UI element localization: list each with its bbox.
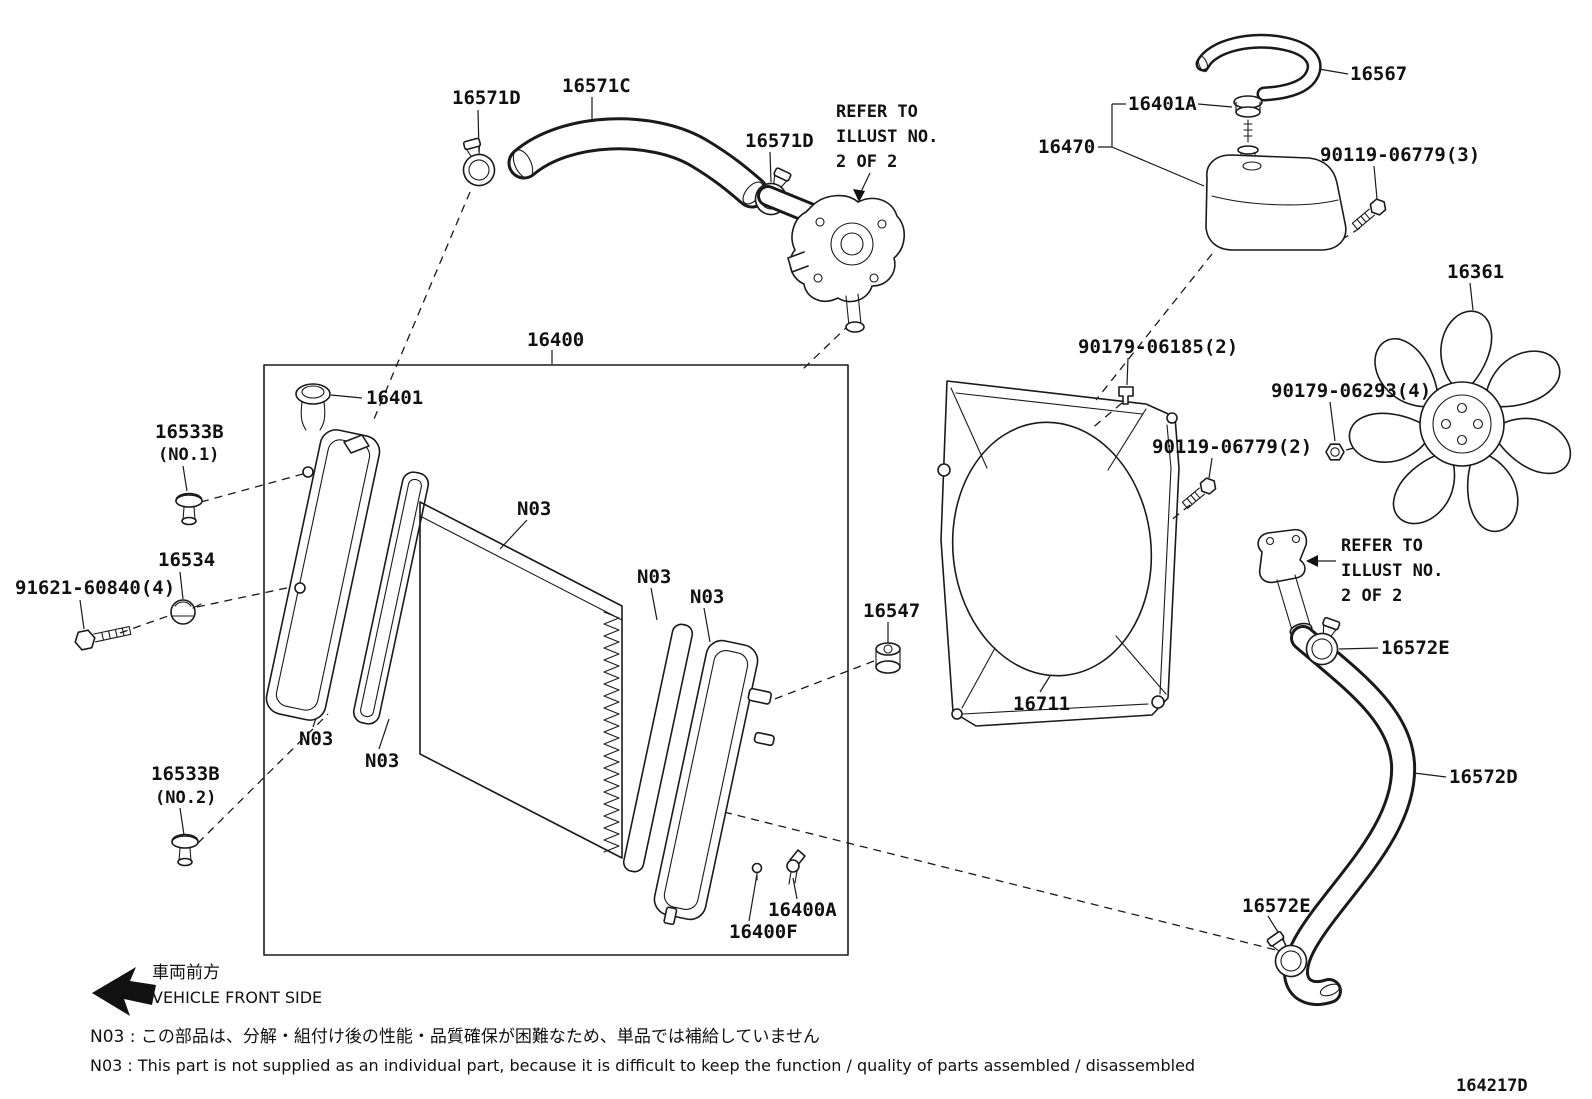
refer-note-1-line3: 2 OF 2 [836,152,897,172]
label-16572e-lower: 16572E [1242,895,1311,917]
label-90119-06779-3: 90119-06779(3) [1320,144,1480,166]
fan-shroud-16711 [937,380,1180,727]
label-n03-tank-left: N03 [299,728,333,750]
upper-radiator-hose [510,120,766,206]
fan-blade-16361 [1348,310,1572,533]
vehicle-front-arrow-icon [92,967,156,1016]
lower-hose-end [1319,983,1341,997]
label-n03-core: N03 [517,498,551,520]
label-leader-lines [79,67,1474,946]
refer-note-2-line1: REFER TO [1341,536,1423,556]
radiator-mount-pin-lower [294,582,306,594]
refer-note-2-line2: ILLUST NO. [1341,561,1443,581]
diagram-code: 164217D [1456,1076,1528,1096]
label-16711: 16711 [1013,693,1070,715]
bolt-91621-60840 [74,625,132,651]
radiator-outlet-fitting-lower [753,731,775,747]
label-n03-frame: N03 [637,566,671,588]
nut-90179-06293 [1325,443,1345,461]
radiator-gasket-plate [352,471,430,725]
label-no2: (NO.2) [155,788,216,808]
label-16400: 16400 [527,329,584,351]
label-91621-60840-4: 91621-60840(4) [15,577,175,599]
bolt-90119-06779-2 [1179,474,1220,512]
label-16400a: 16400A [768,899,837,921]
hose-clamp-16571d-left [455,135,499,190]
label-no1: (NO.1) [158,445,219,465]
radiator-bottom-nipple [663,906,678,926]
water-outlet-assembly [1257,528,1313,638]
label-16401a: 16401A [1128,93,1197,115]
refer-note-2-line3: 2 OF 2 [1341,586,1402,606]
radiator-left-tank [265,429,381,721]
reserve-hose-end [1197,55,1209,73]
vehicle-front-label-en: VEHICLE FRONT SIDE [152,988,322,1007]
reserve-tank-16470 [1205,145,1347,251]
reserve-tank-hose-16567 [1198,36,1320,99]
label-n03-tank-right: N03 [690,586,724,608]
label-16547: 16547 [863,600,920,622]
radiator-outlet-fitting-upper [747,687,773,705]
drain-grommet-16400f [751,862,763,881]
reserve-tank-cap-16401a [1233,95,1263,143]
label-16567: 16567 [1350,63,1407,85]
radiator-mount-pin-upper [302,466,314,478]
label-16401: 16401 [366,387,423,409]
footnote-n03-jp: N03 : この部品は、分解・組付け後の性能・品質確保が困難なため、単品では補給… [90,1027,820,1047]
label-16572d: 16572D [1449,766,1518,788]
footnote-n03-en: N03 : This part is not supplied as an in… [90,1056,1195,1075]
grommet-16533b-no2 [171,833,199,867]
label-16572e-upper: 16572E [1381,637,1450,659]
water-inlet-assembly [757,185,905,333]
bolt-90119-06779-3 [1349,195,1390,233]
drain-cock-16400a [786,849,806,885]
label-16534: 16534 [158,549,215,571]
label-90179-06185-2: 90179-06185(2) [1078,336,1238,358]
label-16571c: 16571C [562,75,631,97]
upper-hose-end [512,149,534,179]
lower-radiator-hose-16572d [1286,628,1414,1003]
label-16400f: 16400F [729,921,798,943]
label-16470: 16470 [1038,136,1095,158]
radiator-assembly-box [263,364,849,956]
shroud-clip-90179-06185 [1118,386,1134,405]
radiator-filler-cap [295,383,331,431]
label-16571d-1: 16571D [452,87,521,109]
label-16533b-no2: 16533B [151,763,220,785]
grommet-16533b-no1 [175,492,203,526]
radiator-core [419,501,623,859]
label-16571d-2: 16571D [745,130,814,152]
label-16533b-no1: 16533B [155,421,224,443]
label-n03-gasket: N03 [365,750,399,772]
clip-16534 [170,599,202,625]
radiator-right-tank [653,639,759,921]
refer-note-1-line1: REFER TO [836,102,918,122]
label-90119-06779-2: 90119-06779(2) [1152,436,1312,458]
label-90179-06293-4: 90179-06293(4) [1271,380,1431,402]
radiator-side-frame [622,623,694,873]
label-16361: 16361 [1447,261,1504,283]
vehicle-front-label-jp: 車両前方 [152,963,220,983]
radiator-insulator-16547 [875,642,901,674]
radiator-bracket [343,434,370,454]
refer-note-1-line2: ILLUST NO. [836,127,938,147]
